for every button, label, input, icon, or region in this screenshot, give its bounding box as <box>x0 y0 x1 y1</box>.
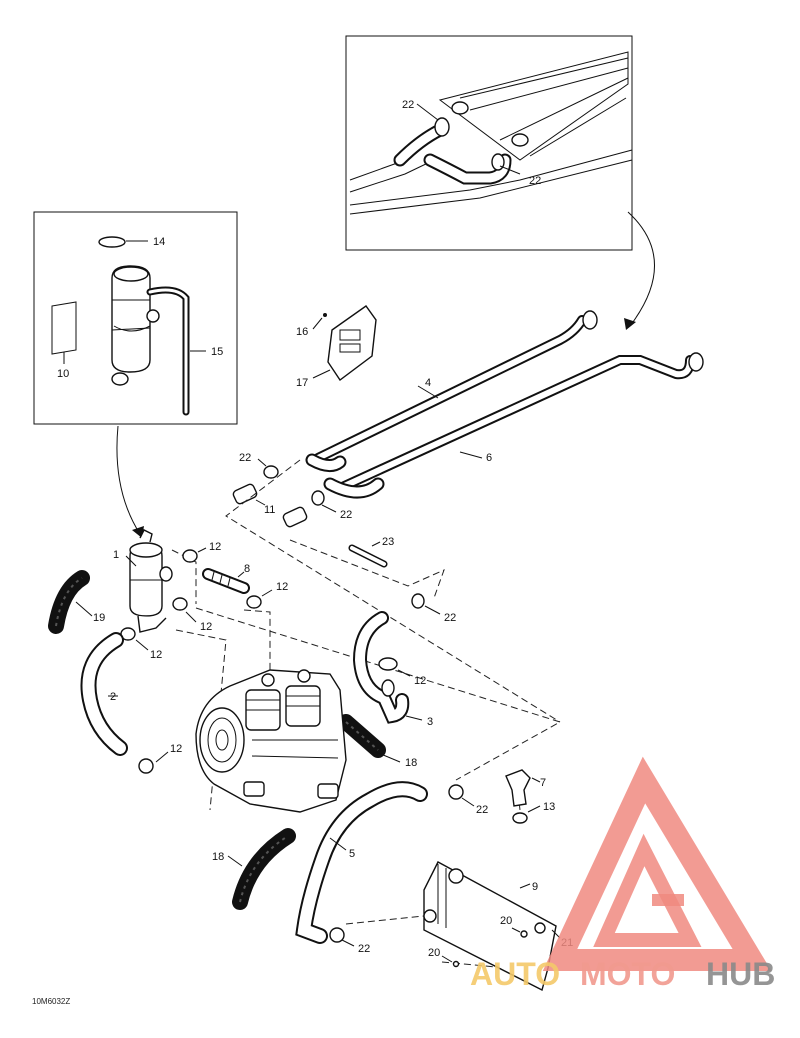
callout-10: 10 <box>57 368 69 380</box>
routing-dashed-lines <box>171 459 562 973</box>
black-hoses <box>48 570 401 910</box>
callout-11: 11 <box>264 504 275 516</box>
callout-12-hose3: 12 <box>414 675 426 687</box>
callout-16: 16 <box>296 326 308 338</box>
callout-22-tee: 22 <box>476 804 488 816</box>
callout-6: 6 <box>486 452 492 464</box>
radiator-tubes <box>305 310 704 499</box>
callout-22-hose5: 22 <box>358 943 370 955</box>
callout-7: 7 <box>540 777 546 789</box>
callout-3: 3 <box>427 716 433 728</box>
tee-fitting-and-clamps <box>448 769 541 824</box>
inset-pointer-arrow <box>627 211 655 327</box>
engine-block <box>195 669 347 813</box>
watermark-text-auto: AUTO <box>470 956 560 992</box>
callout-12-hose2-bottom: 12 <box>170 743 182 755</box>
callout-2: 2 <box>110 691 116 703</box>
callout-22-upper-left: 22 <box>239 452 251 464</box>
detail-inset-radiator-connections <box>345 35 633 251</box>
inset-pointer-arrowhead <box>624 318 636 330</box>
callout-18-upper: 18 <box>405 757 417 769</box>
callout-18-lower: 18 <box>212 851 224 863</box>
callout-12-reservoir-outlet: 12 <box>200 621 212 633</box>
heat-exchanger <box>423 861 561 992</box>
callout-22-upper-right: 22 <box>340 509 352 521</box>
callout-23: 23 <box>382 536 394 548</box>
detail-inset-coolant-reservoir <box>33 211 238 425</box>
callout-12-hose2-top: 12 <box>150 649 162 661</box>
coolant-reservoir <box>125 529 173 633</box>
hose-5 <box>295 781 428 947</box>
callout-8: 8 <box>244 563 250 575</box>
reservoir-pointer-arrow <box>116 425 141 535</box>
callout-22-hose3: 22 <box>444 612 456 624</box>
pin <box>348 541 388 568</box>
support-bracket <box>312 305 377 382</box>
callout-19: 19 <box>93 612 105 624</box>
callout-22-inset-b: 22 <box>529 175 541 187</box>
callout-17: 17 <box>296 377 308 389</box>
drawing-code: 10M6032Z <box>32 997 70 1006</box>
callout-14: 14 <box>153 236 165 248</box>
callout-5: 5 <box>349 848 355 860</box>
callout-15: 15 <box>211 346 223 358</box>
callout-1: 1 <box>113 549 119 561</box>
hose-8-assembly <box>172 547 273 623</box>
callout-4: 4 <box>425 377 431 389</box>
hose-2 <box>80 627 169 774</box>
tube-clamps-and-connectors <box>232 458 337 528</box>
callout-22-inset-a: 22 <box>402 99 414 111</box>
callout-12-hose8: 12 <box>276 581 288 593</box>
watermark-logo <box>542 756 772 971</box>
callout-20-lower: 20 <box>428 947 440 959</box>
callout-12-reservoir-top: 12 <box>209 541 221 553</box>
watermark-text-hub: HUB <box>706 956 775 992</box>
callout-9: 9 <box>532 881 538 893</box>
watermark-text-moto: MOTO <box>580 956 675 992</box>
callout-13: 13 <box>543 801 555 813</box>
hose-3 <box>352 593 441 724</box>
callout-20-upper: 20 <box>500 915 512 927</box>
